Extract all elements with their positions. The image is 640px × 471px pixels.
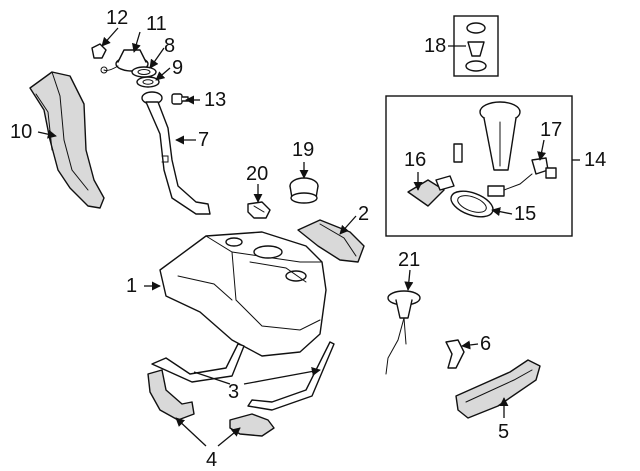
part-14-pump-box [385,95,573,237]
callout-12: 12 [106,7,128,29]
callout-5: 5 [498,421,509,443]
callout-1: 1 [126,275,137,297]
leader-lines [37,27,580,447]
part-9-seal [136,76,160,88]
callout-2: 2 [358,203,369,225]
callout-6: 6 [480,333,491,355]
callout-labels: 1 2 3 4 5 6 7 8 9 10 11 12 13 14 15 16 1… [10,7,606,471]
callout-7: 7 [198,129,209,151]
callout-4: 4 [206,449,217,471]
part-20-valve [247,201,271,219]
callout-14: 14 [584,149,606,171]
callout-3: 3 [228,381,239,403]
callout-16: 16 [404,149,426,171]
callout-21: 21 [398,249,420,271]
part-3-straps [151,341,335,411]
part-10-shield [29,71,105,209]
part-5-shield [455,359,541,419]
callout-13: 13 [204,89,226,111]
callout-10: 10 [10,121,32,143]
callout-19: 19 [292,139,314,161]
part-7-filler-pipe [141,91,211,215]
part-4-brackets [147,369,275,437]
callout-20: 20 [246,163,268,185]
part-6-bracket [445,339,465,369]
callout-18: 18 [424,35,446,57]
part-18-box [453,15,499,77]
part-19-vent-valve [289,177,319,204]
callout-9: 9 [172,57,183,79]
callout-8: 8 [164,35,175,57]
part-2-heat-shield [297,219,365,263]
part-21-sender [385,290,421,375]
part-16-filter [407,175,455,207]
part-12-clip [91,43,107,59]
callout-17: 17 [540,119,562,141]
part-13-bolt [171,93,189,105]
callout-15: 15 [514,203,536,225]
part-8-ring [131,66,157,78]
callout-11: 11 [146,13,167,35]
part-1-fuel-tank [159,231,327,357]
